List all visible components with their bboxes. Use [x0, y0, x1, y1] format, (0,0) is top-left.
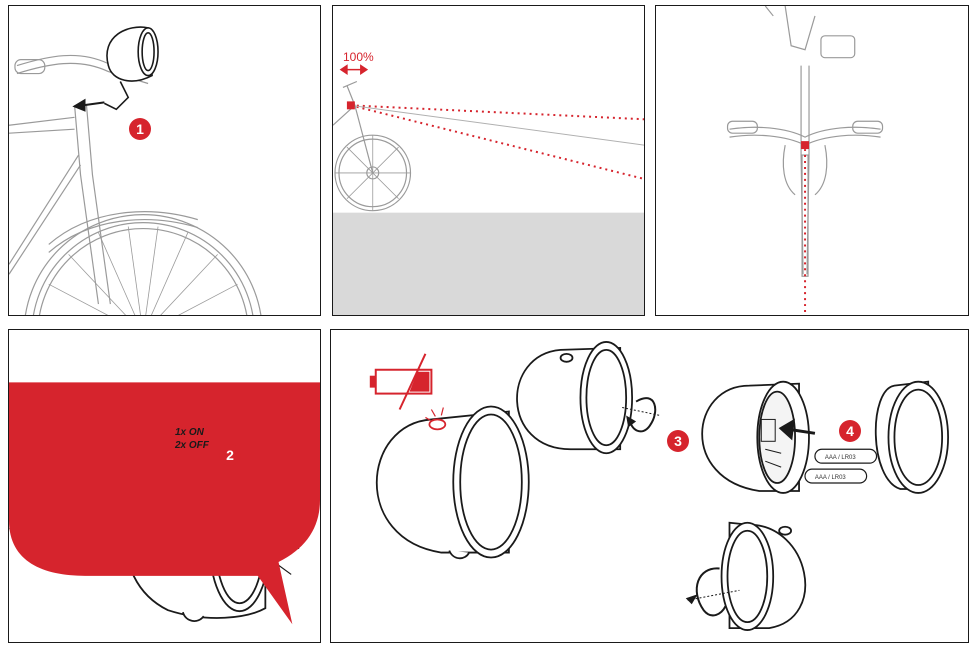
panel-mounting: 1 [8, 5, 321, 316]
top-view-illustration [726, 6, 884, 315]
battery-illustration: AAA / LR03 AAA / LR03 [369, 341, 949, 631]
power-instructions: 1x ON 2x OFF [175, 426, 209, 452]
step-badge-4: 4 [839, 420, 861, 442]
beam-illustration [333, 64, 644, 315]
step-badge-3: 3 [667, 430, 689, 452]
mounting-illustration [9, 26, 262, 315]
step-badge-2: 2 [219, 444, 241, 466]
low-battery-icon [369, 353, 433, 410]
battery-label-a: AAA / LR03 [825, 455, 856, 461]
power-off-label: 2x OFF [175, 440, 209, 451]
power-on-label: 1x ON [175, 427, 204, 438]
panel-beam-alignment: 100% [332, 5, 645, 316]
beam-percent-label: 100% [343, 50, 374, 64]
panel-top-view [655, 5, 969, 316]
ground-area [333, 212, 644, 315]
panel-battery-replacement: AAA / LR03 AAA / LR03 3 4 [330, 329, 969, 643]
runtime-bubble [9, 382, 320, 625]
panel-power-button: max. 40h 1x ON 2x OFF 2 [8, 329, 321, 643]
battery-label-b: AAA / LR03 [815, 475, 846, 481]
runtime-label: max. 40h [21, 366, 81, 382]
step-badge-1: 1 [129, 118, 151, 140]
